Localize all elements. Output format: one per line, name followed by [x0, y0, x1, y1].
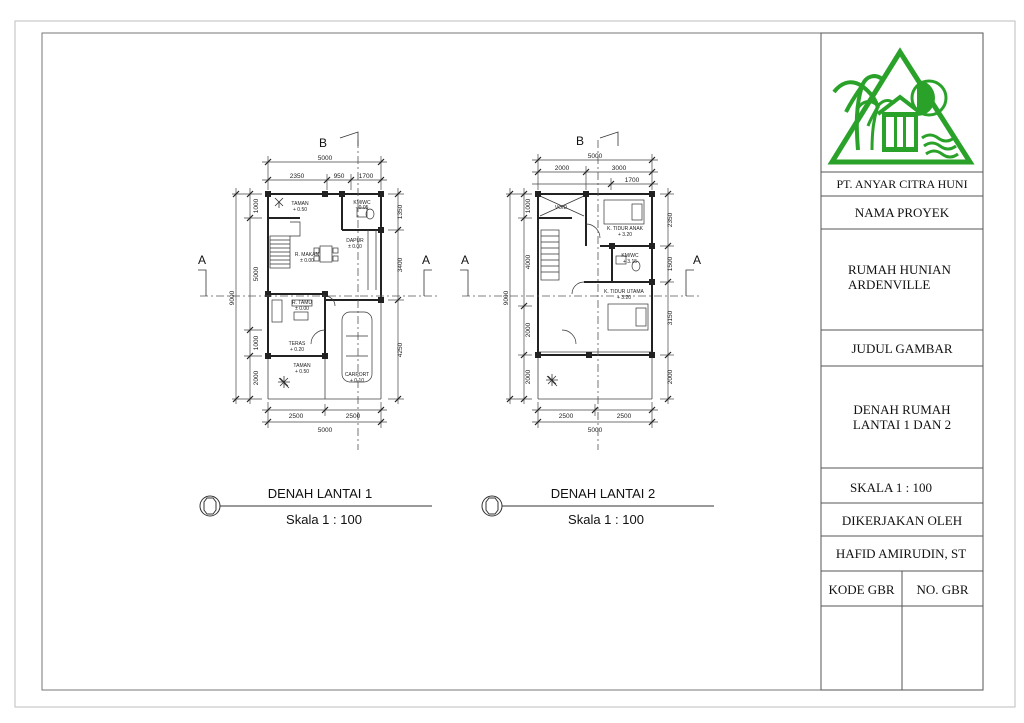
room-makan: R. MAKAN: [295, 252, 320, 258]
room-tidur-utama-level: + 3.20: [617, 295, 631, 301]
drawing-title-line2: LANTAI 1 DAN 2: [852, 417, 952, 432]
dim-top-1: 2350: [290, 173, 305, 180]
dim-top-3: 1700: [359, 173, 374, 180]
dim-top-2: 3000: [612, 165, 627, 172]
room-kmwc: KM/WC: [621, 253, 639, 259]
dim-right-2: 3400: [397, 257, 404, 272]
dim-left-4: 2000: [253, 370, 260, 385]
room-carport: CARPORT: [345, 372, 369, 378]
plant-icon: [546, 374, 558, 387]
room-tidur-utama: K. TIDUR UTAMA: [604, 289, 644, 295]
dim-left-2: 4000: [525, 254, 532, 269]
floor-plan-1: 5000 2350 950 1700 2500 2500 5000 9000 1…: [198, 131, 440, 527]
dim-left-2: 5000: [253, 266, 260, 281]
project-name-line2: ARDENVILLE: [848, 277, 931, 292]
floor-plan-2: 5000 2000 3000 1700 2500 2500 5000 9000 …: [460, 131, 714, 527]
section-a-left: A: [461, 253, 469, 267]
dim-right-3: 3150: [667, 310, 674, 325]
dim-right-4: 2000: [667, 369, 674, 384]
drawing-title-line1: DENAH RUMAH: [853, 402, 951, 417]
dim-bottom-total: 5000: [318, 427, 333, 434]
dim-bottom-1: 2500: [289, 413, 304, 420]
scale-text: SKALA 1 : 100: [850, 480, 932, 495]
drawing-label: JUDUL GAMBAR: [851, 341, 953, 356]
plan-1-title: DENAH LANTAI 1: [268, 486, 373, 501]
room-taman-bottom: TAMAN: [293, 363, 311, 369]
dim-bottom-total: 5000: [588, 427, 603, 434]
company-logo: [827, 47, 975, 165]
drawn-by-name: HAFID AMIRUDIN, ST: [835, 546, 967, 561]
section-b: B: [576, 134, 584, 148]
section-a-right: A: [693, 253, 701, 267]
room-dapur: DAPUR: [346, 238, 364, 244]
drawn-by-label: DIKERJAKAN OLEH: [841, 513, 963, 528]
project-name-line1: RUMAH HUNIAN: [848, 262, 951, 277]
drawing-number-label: NO. GBR: [916, 582, 969, 597]
dim-top-2: 950: [334, 173, 345, 180]
room-kmwc: KM/WC: [353, 200, 371, 206]
dim-left-1: 1000: [525, 198, 532, 213]
room-makan-level: ± 0.00: [300, 258, 314, 264]
dim-right-3: 4250: [397, 342, 404, 357]
dim-left-total: 9000: [229, 290, 236, 305]
dim-top-total: 5000: [588, 153, 603, 160]
plan-2-title: DENAH LANTAI 2: [551, 486, 656, 501]
room-tidur-anak: K. TIDUR ANAK: [607, 226, 644, 232]
room-teras-level: + 0.20: [290, 347, 304, 353]
dim-bottom-2: 2500: [346, 413, 361, 420]
dim-bottom-1: 2500: [559, 413, 574, 420]
dim-right-2: 1500: [667, 256, 674, 271]
room-taman-bottom-level: + 0.50: [295, 369, 309, 375]
dim-right-1: 2350: [667, 212, 674, 227]
dim-right-1: 1350: [397, 204, 404, 219]
plant-icon: [274, 197, 290, 389]
room-taman-top: TAMAN: [291, 201, 309, 207]
room-tamu-level: ± 0.00: [295, 306, 309, 312]
room-carport-level: + 0.10: [350, 378, 364, 384]
plan-1-title-marker: [199, 495, 432, 517]
section-a-right: A: [422, 253, 430, 267]
room-tidur-anak-level: + 3.20: [618, 232, 632, 238]
plan-2-title-marker: [481, 495, 714, 517]
room-dapur-level: ± 0.00: [348, 244, 362, 250]
dim-top-3: 1700: [625, 177, 640, 184]
drawing-code-label: KODE GBR: [828, 582, 895, 597]
company-name: PT. ANYAR CITRA HUNI: [836, 177, 968, 191]
room-tamu: R. TAMU: [292, 300, 312, 306]
dim-left-total: 9000: [503, 290, 510, 305]
dim-left-3: 2000: [525, 322, 532, 337]
plan-2-scale: Skala 1 : 100: [568, 512, 644, 527]
section-b: B: [319, 136, 327, 150]
dim-left-3: 1000: [253, 335, 260, 350]
dim-top-total: 5000: [318, 155, 333, 162]
room-taman-top-level: + 0.50: [293, 207, 307, 213]
dim-left-1: 1000: [253, 198, 260, 213]
section-a-left: A: [198, 253, 206, 267]
room-teras: TERAS: [289, 341, 306, 347]
dim-left-4: 2000: [525, 369, 532, 384]
dim-top-1: 2000: [555, 165, 570, 172]
outer-border: [14, 20, 1016, 708]
room-kmwc-level: + 3.15: [623, 259, 637, 265]
room-void: VOID: [555, 205, 568, 211]
dim-bottom-2: 2500: [617, 413, 632, 420]
project-label: NAMA PROYEK: [854, 205, 950, 220]
plan-1-scale: Skala 1 : 100: [286, 512, 362, 527]
title-block: [820, 32, 984, 691]
room-kmwc-level: - 0.05: [356, 205, 369, 211]
